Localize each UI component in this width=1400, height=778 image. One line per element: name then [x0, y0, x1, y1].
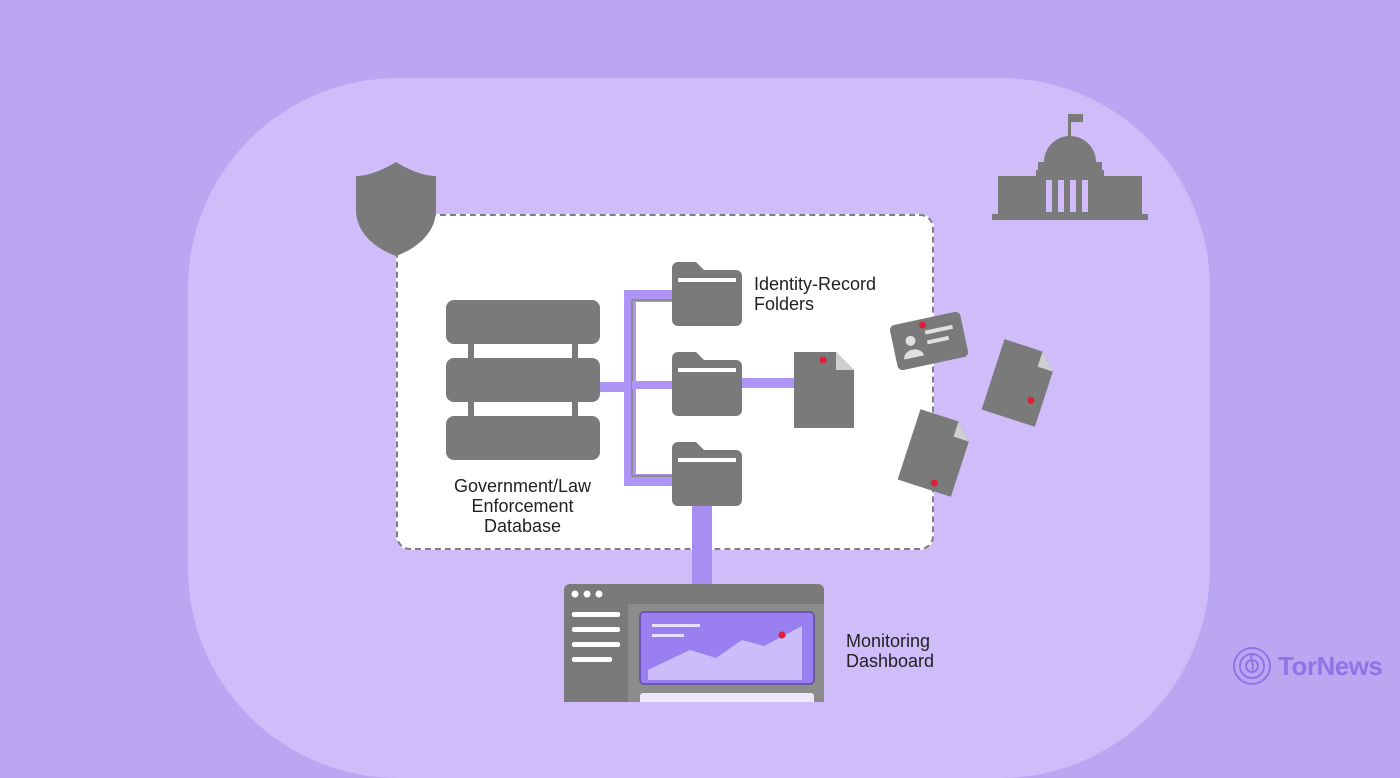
diagram-stage: Government/Law Enforcement Database Iden… — [188, 78, 1383, 778]
tornews-logo-icon — [1233, 647, 1271, 685]
server-icon — [446, 300, 600, 460]
database-label-line1: Government/Law — [453, 476, 592, 496]
document-icon — [794, 352, 854, 428]
database-label-line2: Enforcement — [471, 496, 574, 516]
document-icon — [981, 339, 1053, 427]
folder-icon — [672, 442, 742, 506]
alert-dot — [1027, 396, 1035, 404]
server-unit — [446, 416, 600, 460]
brand-logo[interactable]: TorNews — [1232, 646, 1383, 686]
alert-dot — [778, 631, 786, 639]
connector-folder-doc — [740, 378, 796, 388]
dashboard-chart-area — [648, 626, 802, 680]
dashboard-label-line1: Monitoring — [846, 631, 931, 651]
folder-icon — [672, 352, 742, 416]
connector-dashboard — [692, 506, 712, 586]
alert-dot — [930, 479, 938, 487]
document-icon — [897, 409, 969, 497]
database-label-line3: Database — [483, 516, 562, 536]
server-unit — [446, 358, 600, 402]
connector-inner-branches — [632, 299, 672, 477]
folders-label: Identity-Record Folders — [754, 274, 876, 314]
brand-name: TorNews — [1278, 650, 1383, 681]
alert-dot — [819, 356, 827, 364]
diagram-graphics — [356, 114, 1148, 702]
shield-icon — [356, 162, 436, 256]
alert-dot — [919, 321, 927, 329]
folder-icon — [672, 262, 742, 326]
folders-label-line2: Folders — [754, 294, 815, 314]
connector-middle — [632, 381, 674, 389]
dashboard-label-line2: Dashboard — [846, 651, 935, 671]
server-unit — [446, 300, 600, 344]
folders-label-line1: Identity-Record — [754, 274, 877, 294]
connector-lines — [596, 290, 796, 586]
government-building-icon — [992, 114, 1148, 220]
dashboard-icon — [564, 584, 824, 702]
dashboard-label: Monitoring Dashboard — [846, 631, 934, 671]
database-label: Government/Law Enforcement Database — [420, 476, 625, 536]
connector-db-trunk — [596, 382, 636, 392]
id-card-icon — [889, 311, 969, 371]
